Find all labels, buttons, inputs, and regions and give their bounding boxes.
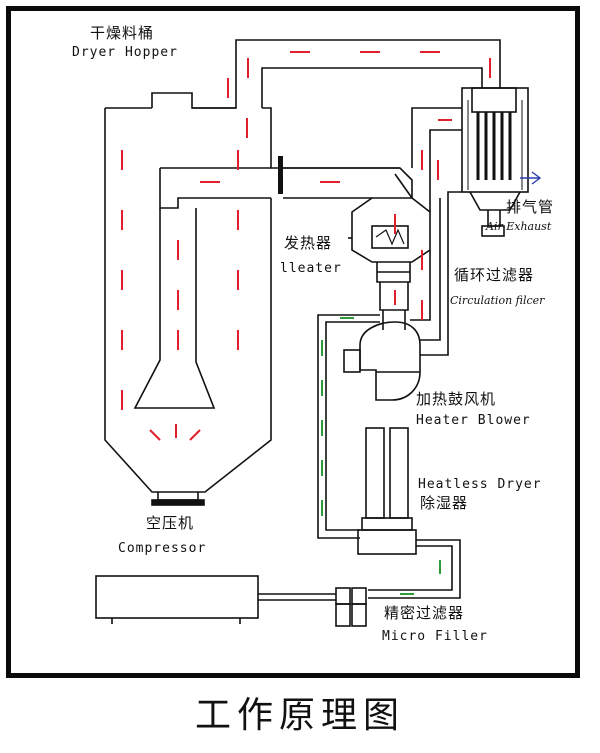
circulation-filter-label-cn: 循环过滤器 xyxy=(454,266,535,284)
heatless-dryer xyxy=(357,427,461,599)
dryer-hopper xyxy=(104,39,501,506)
compressor-label-en: Compressor xyxy=(118,541,207,556)
hot-air-flow-arrows xyxy=(121,51,491,441)
diagram-frame xyxy=(6,6,580,678)
compressor xyxy=(95,575,336,624)
hot-air-flow-mark xyxy=(189,429,201,441)
hot-air-flow-mark xyxy=(149,429,161,441)
heater-blower xyxy=(343,310,421,401)
compressor-label-cn: 空压机 xyxy=(146,514,195,532)
heatless-dryer-label-en: Heatless Dryer xyxy=(418,477,542,492)
dryer-hopper-label-en: Dryer Hopper xyxy=(72,45,178,60)
air-exhaust-label-cn: 排气管 xyxy=(506,198,555,216)
page-title: 工作原理图 xyxy=(194,695,405,736)
dry-air-piping xyxy=(317,314,380,539)
micro-filter-label-en: Micro Filler xyxy=(382,629,488,644)
heater-label-en: lleater xyxy=(280,261,342,276)
micro-filter-label-cn: 精密过滤器 xyxy=(384,604,465,622)
heatless-dryer-label-cn: 除湿器 xyxy=(420,494,469,512)
heater-blower-label-cn: 加热鼓风机 xyxy=(416,390,497,408)
circulation-filter xyxy=(461,87,542,237)
circulation-filter-label-en: Circulation filcer xyxy=(450,294,545,307)
dry-air-flow-arrows xyxy=(321,317,441,595)
air-exhaust-label-en: Air Exhaust xyxy=(486,220,552,233)
return-piping xyxy=(410,107,462,356)
heater xyxy=(283,167,431,311)
heater-label-cn: 发热器 xyxy=(284,234,333,252)
dryer-hopper-label-cn: 干燥料桶 xyxy=(90,24,155,42)
micro-filter xyxy=(335,587,367,627)
heater-blower-label-en: Heater Blower xyxy=(416,413,531,428)
